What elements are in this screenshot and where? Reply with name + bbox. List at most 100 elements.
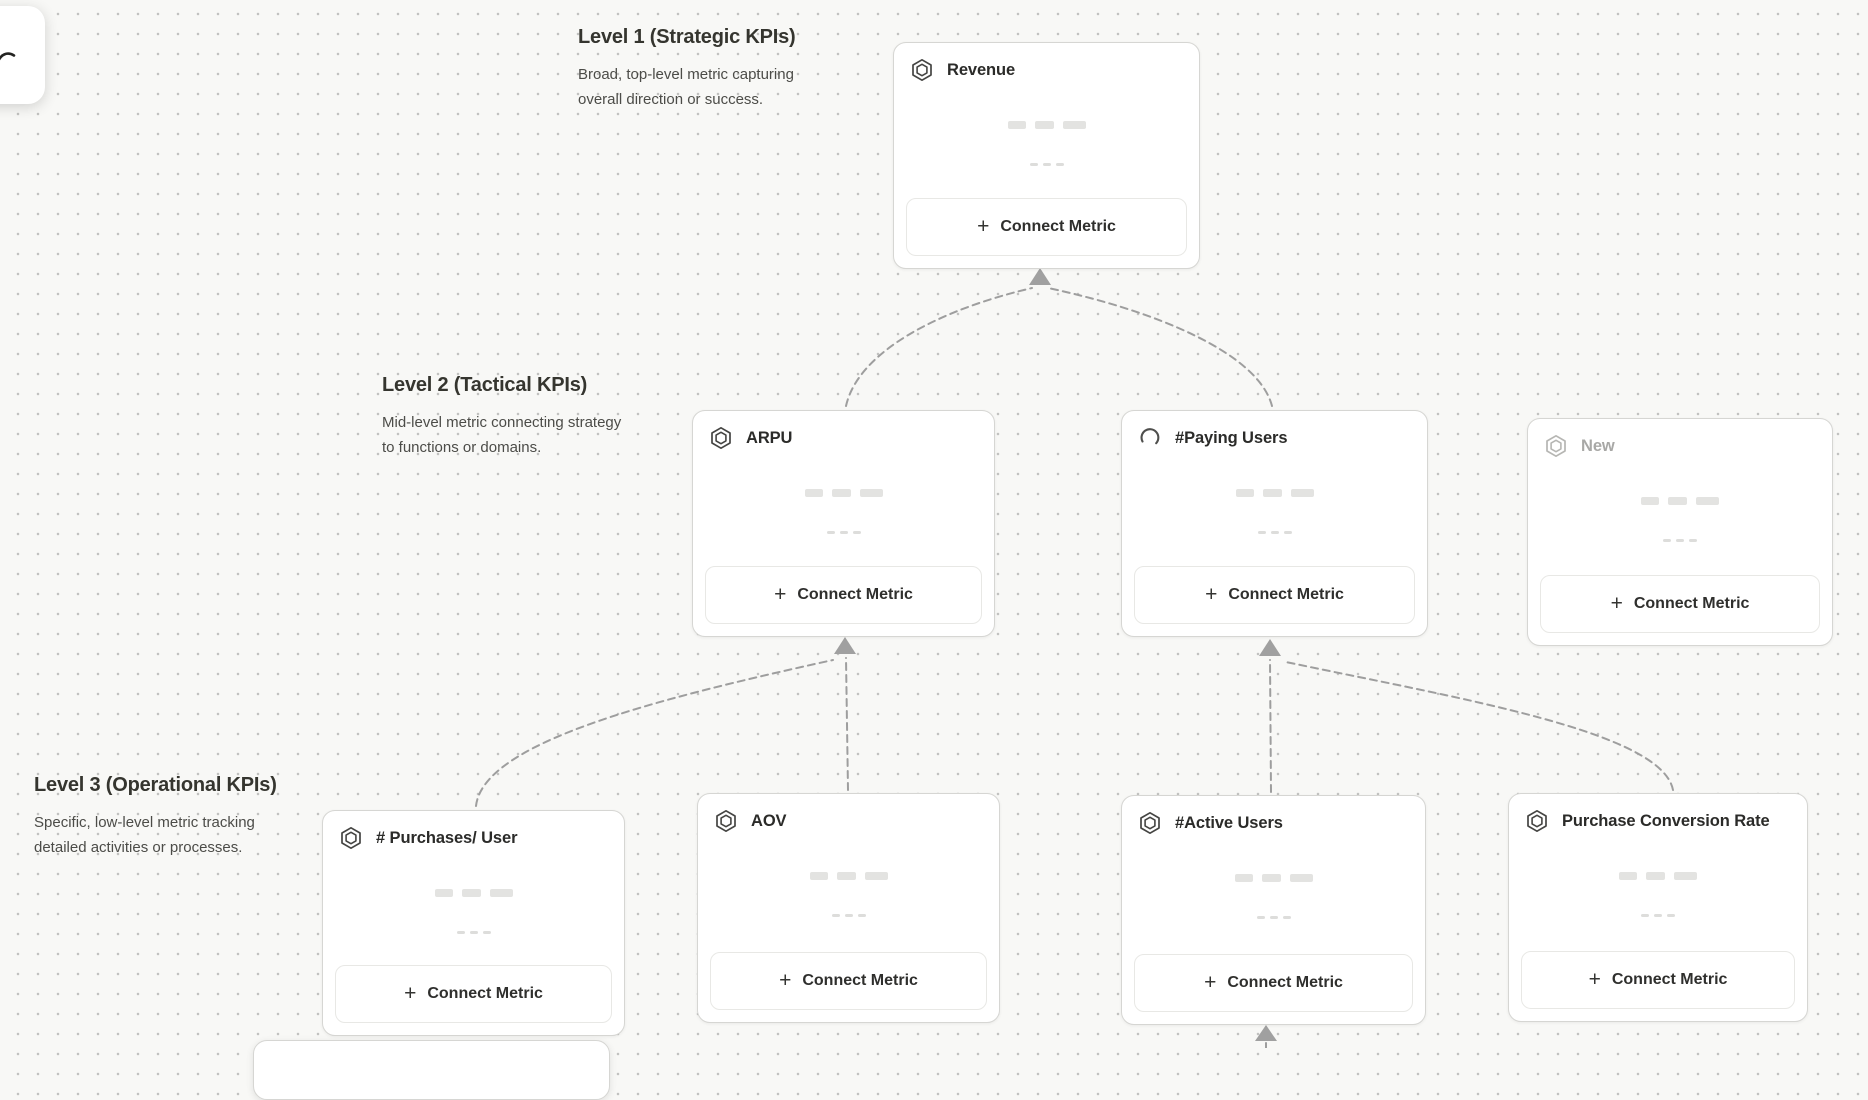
level-3-title: Level 3 (Operational KPIs) <box>34 774 277 796</box>
skeleton-row <box>1122 489 1427 497</box>
skeleton-row <box>693 489 994 497</box>
floating-tool-panel[interactable] <box>0 6 45 104</box>
connect-metric-label: Connect Metric <box>802 972 918 989</box>
connect-metric-button[interactable]: + Connect Metric <box>1540 575 1820 633</box>
skeleton-dash <box>831 914 840 917</box>
skeleton-dash <box>1689 539 1697 542</box>
skeleton-bar <box>1262 489 1282 497</box>
connect-metric-label: Connect Metric <box>1000 218 1116 235</box>
skeleton-row <box>323 931 624 934</box>
level-2-title: Level 2 (Tactical KPIs) <box>382 374 588 396</box>
metric-card-aov[interactable]: AOV + Connect Metric <box>697 793 1000 1023</box>
connect-metric-button[interactable]: + Connect Metric <box>1134 566 1415 624</box>
card-title: AOV <box>751 811 787 830</box>
skeleton-bar <box>1619 872 1637 880</box>
edge-active-to-paying <box>1269 659 1272 793</box>
connect-metric-label: Connect Metric <box>1228 586 1344 603</box>
connect-metric-button[interactable]: + Connect Metric <box>335 965 612 1023</box>
skeleton-bar <box>859 489 883 497</box>
skeleton-dash <box>844 914 853 917</box>
edge-purchases-to-arpu <box>475 659 834 807</box>
card-title: Revenue <box>947 60 1016 79</box>
level-1-title: Level 1 (Strategic KPIs) <box>578 26 796 48</box>
skeleton-dash <box>1641 914 1649 917</box>
connect-metric-label: Connect Metric <box>1227 974 1343 991</box>
metric-card-revenue[interactable]: Revenue + Connect Metric <box>893 42 1200 269</box>
hexagon-icon <box>339 826 363 850</box>
plus-icon: + <box>1588 967 1601 991</box>
skeleton-dash <box>1269 916 1278 919</box>
card-header: # Purchases/ User <box>323 811 624 850</box>
skeleton-dash <box>1676 539 1684 542</box>
connect-metric-button[interactable]: + Connect Metric <box>906 198 1187 256</box>
skeleton-bar <box>434 889 453 897</box>
plus-icon: + <box>774 582 787 606</box>
card-header: AOV <box>698 794 999 833</box>
level-3-description: Specific, low-level metric tracking deta… <box>34 814 255 857</box>
level-2-description: Mid-level metric connecting strategy to … <box>382 414 622 457</box>
connect-metric-button[interactable]: + Connect Metric <box>1134 954 1413 1012</box>
card-header: ARPU <box>693 411 994 450</box>
hexagon-icon <box>1138 811 1162 835</box>
metric-card-paying-users[interactable]: #Paying Users + Connect Metric <box>1121 410 1428 637</box>
skeleton-row <box>1509 914 1807 917</box>
skeleton-bar <box>1646 872 1665 880</box>
skeleton-bar <box>1668 497 1687 505</box>
skeleton-bar <box>1261 874 1281 882</box>
skeleton-bar <box>461 889 481 897</box>
skeleton-row <box>1122 531 1427 534</box>
connect-metric-button[interactable]: + Connect Metric <box>705 566 982 624</box>
skeleton-row <box>1528 539 1832 542</box>
skeleton-bar <box>1062 121 1086 129</box>
metric-card-purchase-conversion-rate[interactable]: Purchase Conversion Rate + Connect Metri… <box>1508 793 1808 1022</box>
skeleton-dash <box>1256 916 1265 919</box>
pen-cursor-icon <box>0 48 16 68</box>
skeleton-bar <box>836 872 856 880</box>
metric-card-purchases-per-user[interactable]: # Purchases/ User + Connect Metric <box>322 810 625 1036</box>
metric-card-offscreen-bottom[interactable] <box>253 1040 610 1100</box>
skeleton-bar <box>864 872 888 880</box>
skeleton-dash <box>1042 163 1051 166</box>
card-header: #Paying Users <box>1122 411 1427 450</box>
plus-icon: + <box>977 214 990 238</box>
connect-metric-label: Connect Metric <box>797 586 913 603</box>
level-3-annotation: Level 3 (Operational KPIs) Specific, low… <box>34 774 300 860</box>
skeleton-row <box>693 531 994 534</box>
connect-metric-button[interactable]: + Connect Metric <box>1521 951 1795 1009</box>
metric-card-arpu[interactable]: ARPU + Connect Metric <box>692 410 995 637</box>
skeleton-bar <box>1289 874 1313 882</box>
skeleton-dash <box>1283 531 1292 534</box>
arrowhead-into-active-users <box>1255 1025 1277 1041</box>
arrowhead-into-arpu <box>834 637 856 654</box>
arrowhead-into-revenue <box>1029 268 1051 285</box>
skeleton-dash <box>826 531 835 534</box>
skeleton-dash <box>469 931 478 934</box>
level-2-annotation: Level 2 (Tactical KPIs) Mid-level metric… <box>382 374 632 460</box>
skeleton-bar <box>831 489 851 497</box>
skeleton-row <box>1528 497 1832 505</box>
hexagon-icon <box>1544 434 1568 458</box>
card-header: #Active Users <box>1122 796 1425 835</box>
skeleton-dash <box>852 531 861 534</box>
skeleton-bar <box>1696 497 1719 505</box>
skeleton-bar <box>1007 121 1026 129</box>
skeleton-bar <box>1235 489 1254 497</box>
card-title: Purchase Conversion Rate <box>1562 811 1770 830</box>
skeleton-dash <box>1654 914 1662 917</box>
skeleton-dash <box>1282 916 1291 919</box>
connect-metric-button[interactable]: + Connect Metric <box>710 952 987 1010</box>
skeleton-bar <box>489 889 513 897</box>
skeleton-dash <box>1055 163 1064 166</box>
edge-pcr-to-paying <box>1285 661 1674 791</box>
metric-card-active-users[interactable]: #Active Users + Connect Metric <box>1121 795 1426 1025</box>
metric-card-new[interactable]: New + Connect Metric <box>1527 418 1833 646</box>
plus-icon: + <box>1205 582 1218 606</box>
edge-paying-to-revenue <box>1047 287 1273 407</box>
skeleton-row <box>894 163 1199 166</box>
skeleton-row <box>1122 874 1425 882</box>
skeleton-dash <box>1667 914 1675 917</box>
skeleton-row <box>894 121 1199 129</box>
hexagon-icon <box>714 809 738 833</box>
card-title: New <box>1581 436 1615 455</box>
connect-metric-label: Connect Metric <box>1633 595 1750 612</box>
